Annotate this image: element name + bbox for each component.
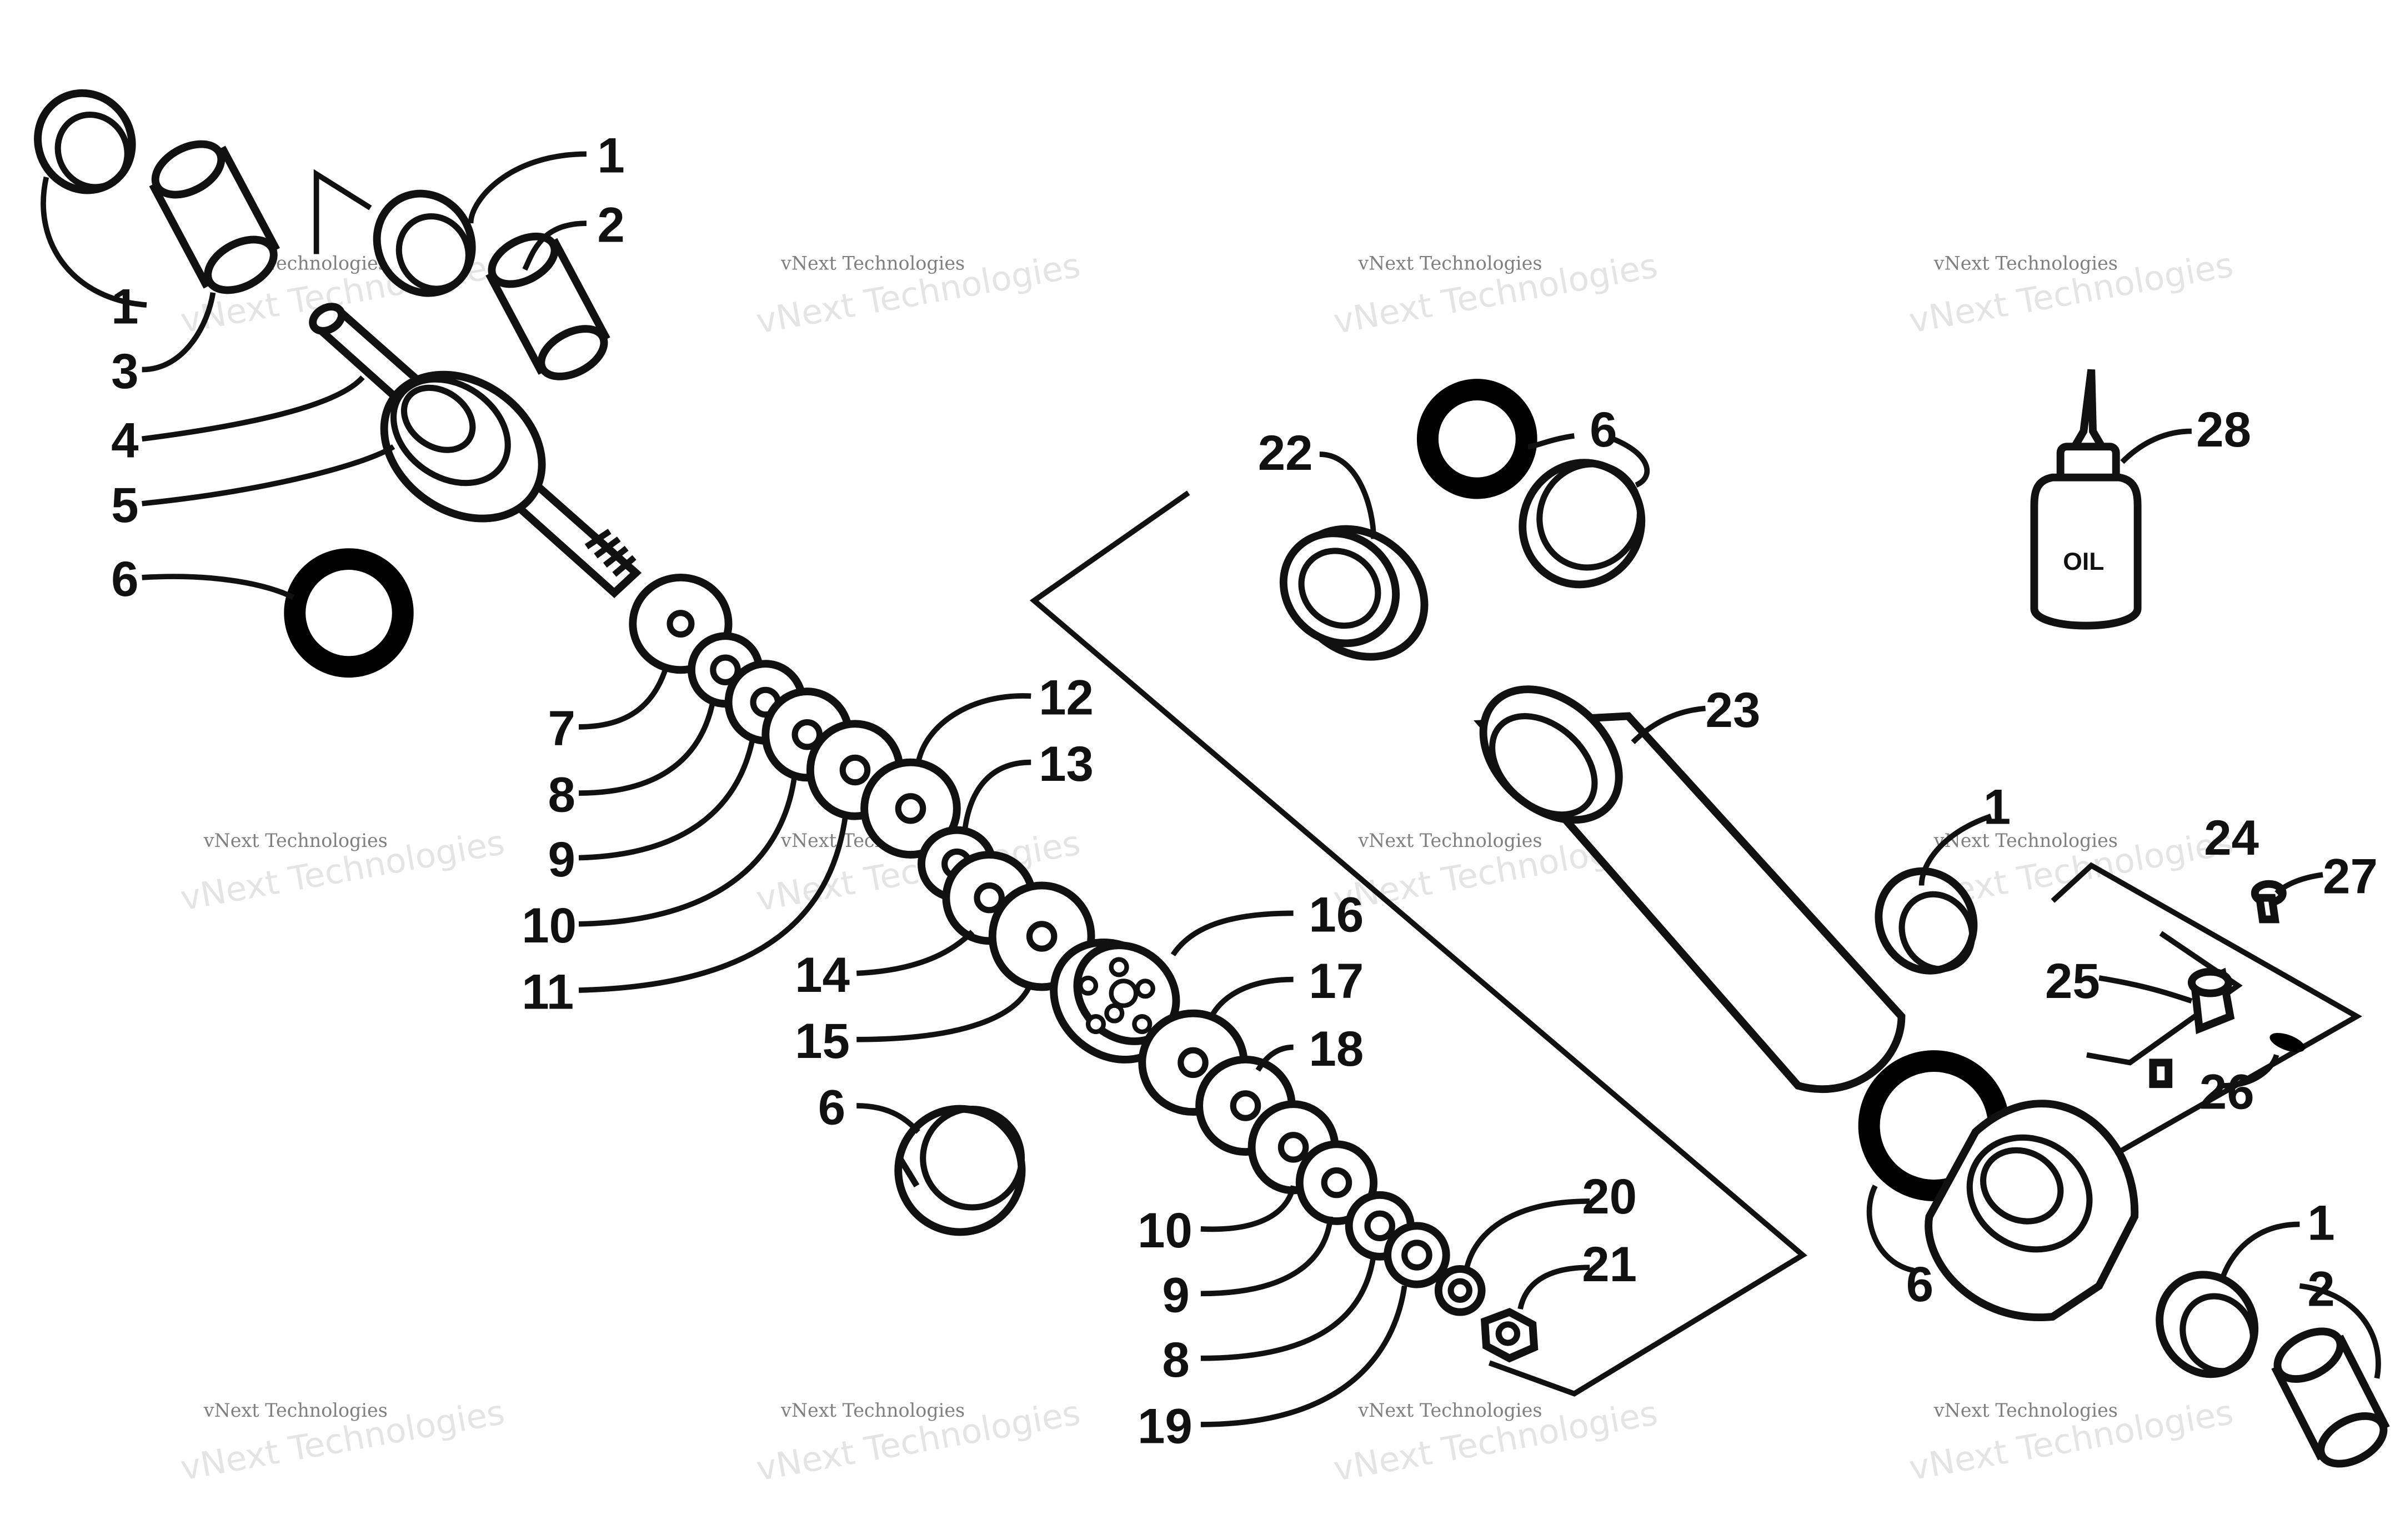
callout-13: 13	[1039, 736, 1094, 791]
callout-7: 7	[548, 701, 575, 756]
callout-8: 8	[548, 767, 575, 822]
svg-text:vNext Technologies: vNext Technologies	[203, 830, 388, 851]
callout-25: 25	[2045, 954, 2100, 1009]
callout-16: 16	[1309, 887, 1364, 942]
callout-10: 10	[1138, 1203, 1193, 1258]
callout-1: 1	[1983, 780, 2011, 835]
body-eye	[1925, 1100, 2139, 1322]
callout-8: 8	[1162, 1332, 1189, 1387]
bracket-valve-25	[2086, 931, 2243, 1066]
svg-text:vNext Technologies: vNext Technologies	[203, 1399, 388, 1421]
callout-6: 6	[1590, 402, 1617, 457]
callout-18: 18	[1309, 1021, 1364, 1076]
svg-text:vNext Technologies: vNext Technologies	[1933, 830, 2118, 851]
callout-3: 3	[111, 344, 138, 399]
tube-23	[1474, 685, 1906, 1093]
bushing-1-top	[373, 189, 476, 297]
callout-17: 17	[1309, 954, 1364, 1009]
piston-ring-6-center	[894, 1105, 1026, 1236]
svg-text:vNext Technologies: vNext Technologies	[780, 252, 965, 274]
callout-21: 21	[1582, 1237, 1637, 1292]
callout-4: 4	[111, 413, 138, 468]
bracket-center	[1029, 490, 1807, 1397]
svg-text:vNext Technologies: vNext Technologies	[1933, 1399, 2118, 1421]
callouts: 1 3 4 5 6 1 2 7 8 9 10 11 12 13 14 15 6 …	[111, 128, 2378, 1454]
callout-20: 20	[1582, 1169, 1637, 1224]
washer-stack-upper	[629, 573, 1095, 991]
callout-1: 1	[597, 128, 624, 183]
svg-text:vNext Technologies: vNext Technologies	[1357, 830, 1542, 851]
assembly-brackets	[313, 169, 2363, 1397]
o-ring-6-top	[1416, 379, 1537, 499]
callout-26: 26	[2199, 1065, 2254, 1120]
end-cap-5	[380, 370, 546, 523]
callout-28: 28	[2196, 402, 2251, 457]
callout-24: 24	[2204, 810, 2259, 865]
seal-head-22	[1279, 525, 1429, 661]
screw-27	[2251, 880, 2287, 924]
callout-1: 1	[2307, 1195, 2334, 1250]
bushing-1-right-upper	[1875, 867, 1978, 975]
svg-text:vNext Technologies: vNext Technologies	[780, 1399, 965, 1421]
svg-text:vNext Technologies: vNext Technologies	[1357, 1399, 1542, 1421]
washer-stack-lower	[1138, 1009, 1539, 1363]
piston-ring-6-top	[1519, 459, 1646, 589]
washer-20	[1434, 1265, 1486, 1316]
nut-21	[1480, 1308, 1539, 1363]
bracket-top-left	[313, 169, 372, 254]
callout-19: 19	[1138, 1398, 1193, 1453]
callout-6: 6	[1906, 1257, 1933, 1312]
washer-19	[1384, 1222, 1450, 1288]
callout-2: 2	[597, 197, 624, 252]
oil-label: OIL	[2063, 548, 2104, 575]
callout-1: 1	[111, 279, 138, 334]
svg-text:vNext Technologies: vNext Technologies	[1933, 252, 2118, 274]
callout-9: 9	[548, 832, 575, 887]
valve-25	[2149, 967, 2235, 1088]
callout-27: 27	[2323, 849, 2378, 904]
callout-15: 15	[795, 1014, 850, 1069]
spacer-3	[149, 140, 280, 294]
callout-11: 11	[522, 964, 574, 1019]
callout-5: 5	[111, 478, 138, 533]
washer-12	[860, 758, 961, 859]
o-ring-26	[2269, 1033, 2305, 1052]
oil-bottle-28: OIL	[2030, 369, 2142, 630]
callout-10: 10	[522, 898, 577, 953]
o-ring-6-left	[284, 548, 414, 678]
callout-22: 22	[1258, 425, 1313, 480]
callout-2: 2	[2307, 1262, 2334, 1317]
callout-6: 6	[111, 551, 138, 606]
piston-16	[1050, 939, 1180, 1064]
callout-12: 12	[1039, 670, 1094, 725]
svg-text:vNext Technologies: vNext Technologies	[1357, 252, 1542, 274]
callout-9: 9	[1162, 1268, 1189, 1323]
bushing-1-right-lower	[2156, 1271, 2259, 1378]
bushing-1-top-left	[34, 89, 136, 194]
leader-lines	[41, 151, 2381, 1427]
callout-6: 6	[818, 1080, 845, 1135]
sleeve-2-right	[2271, 1327, 2390, 1468]
bracket-valve-24	[2051, 862, 2363, 1173]
callout-23: 23	[1706, 683, 1761, 738]
sleeve-2-top	[485, 232, 610, 380]
callout-14: 14	[795, 947, 850, 1002]
